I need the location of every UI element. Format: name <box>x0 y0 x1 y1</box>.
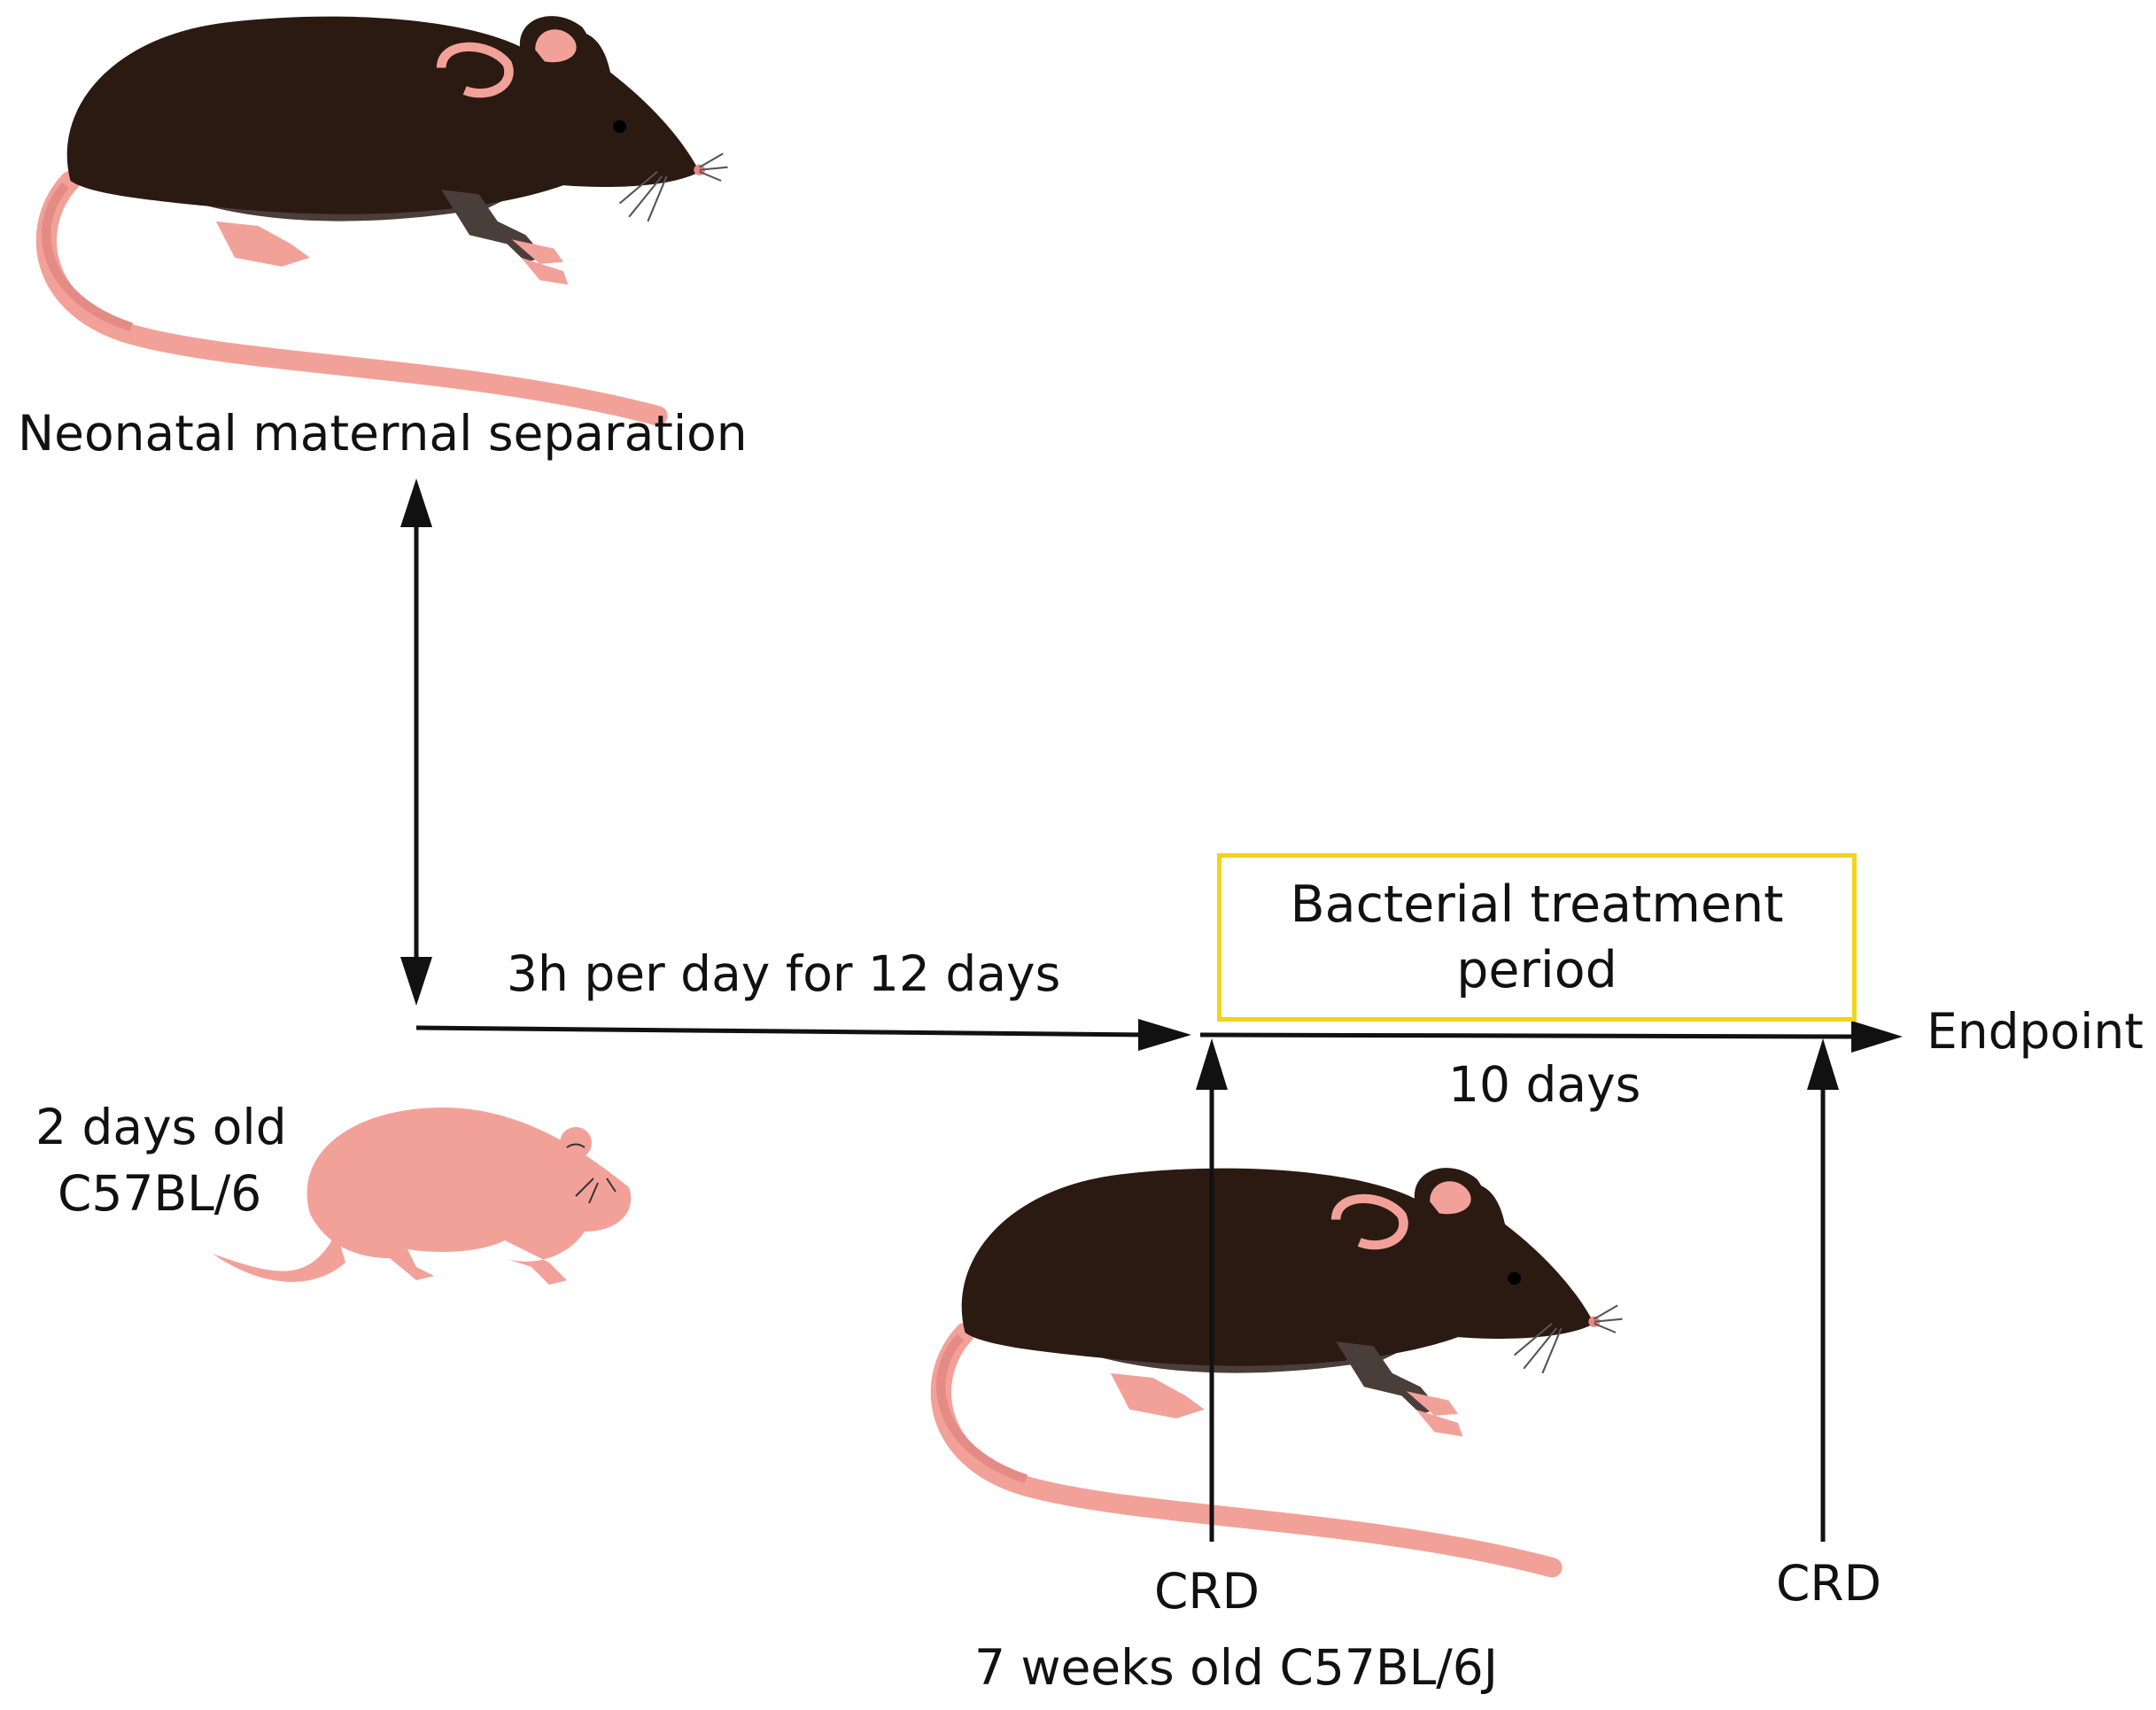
arrow-icon <box>400 478 432 527</box>
arrow-icon <box>1138 1019 1191 1051</box>
crd-end-label: CRD <box>1776 1555 1881 1612</box>
neonatal-separation-label: Neonatal maternal separation <box>18 405 748 462</box>
arrow-icon <box>415 1025 1152 1038</box>
pup-age-label: 2 days old <box>35 1099 287 1155</box>
treatment-period-label: Bacterial treatment period <box>1290 874 1784 999</box>
endpoint-label: Endpoint <box>1927 1003 2144 1060</box>
separation-schedule-label: 3h per day for 12 days <box>507 945 1061 1002</box>
pup-strain-label: C57BL/6 <box>58 1165 262 1222</box>
newborn-pup-icon <box>213 1108 632 1285</box>
crd-start-label: CRD <box>1154 1563 1260 1620</box>
adult-mouse-icon <box>941 1168 1622 1567</box>
arrow-icon <box>1199 1032 1852 1039</box>
adult-mouse-label: 7 weeks old C57BL/6J <box>974 1639 1498 1696</box>
treatment-period-box: Bacterial treatment period <box>1217 853 1857 1022</box>
duration-label: 10 days <box>1448 1056 1641 1113</box>
adult-mouse-icon <box>46 16 727 416</box>
arrow-icon <box>1196 1038 1228 1090</box>
arrow-icon <box>1851 1021 1903 1053</box>
arrow-icon <box>400 957 432 1006</box>
arrow-icon <box>1807 1038 1839 1090</box>
